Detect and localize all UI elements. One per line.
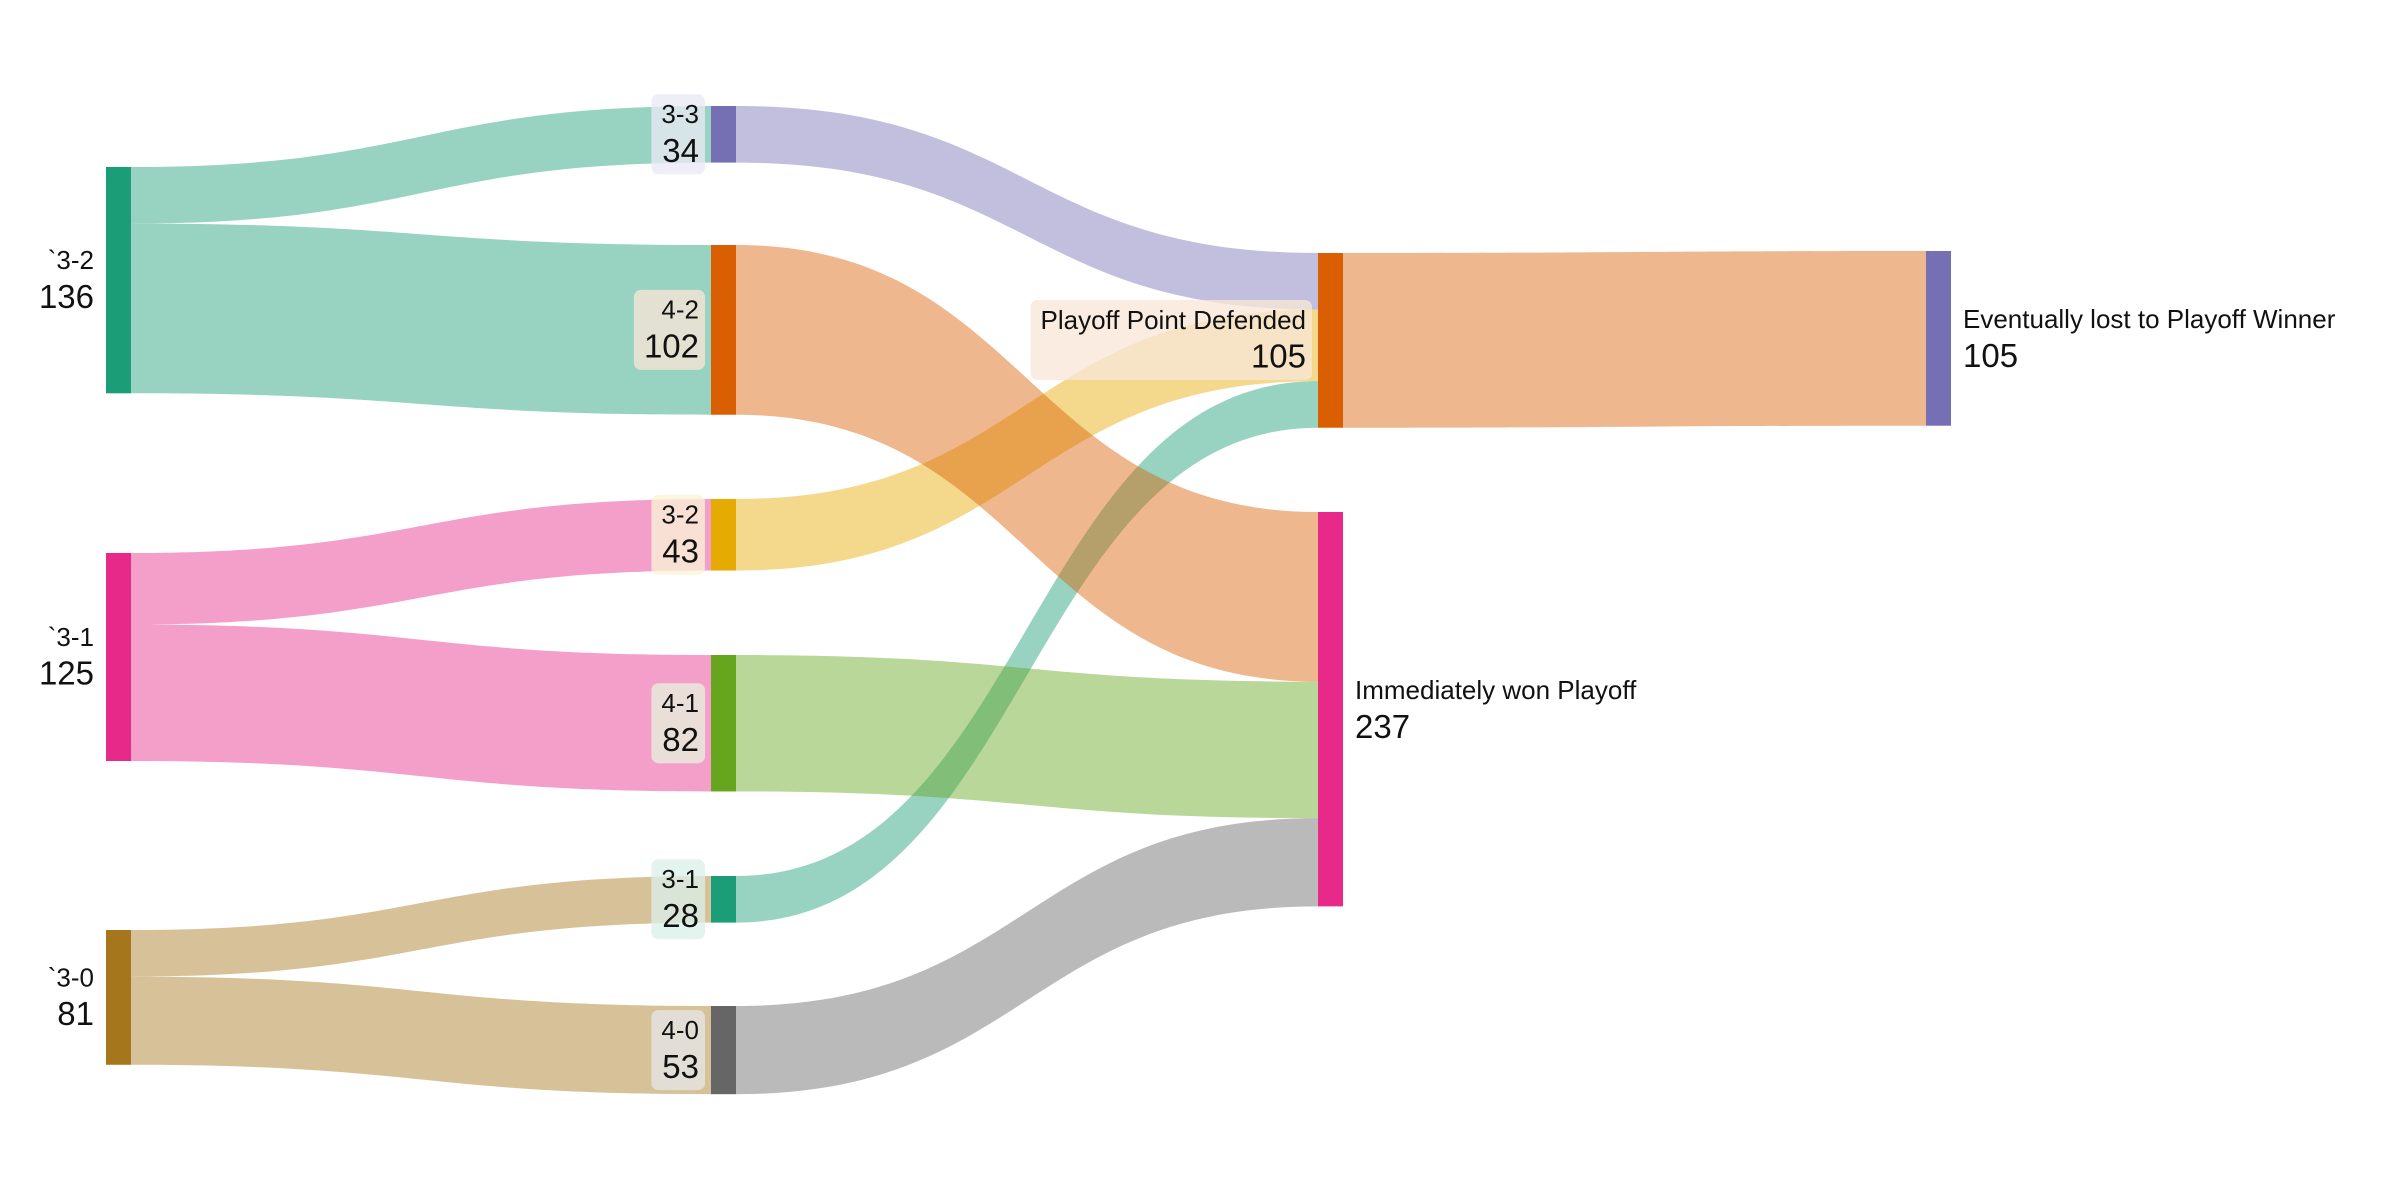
link-s30-to-s40: [131, 976, 711, 1095]
node-s40-label-box: [651, 1010, 705, 1091]
node-s40-bar: [711, 1006, 736, 1095]
node-s31b-title: 3-1: [661, 864, 699, 894]
node-s41-title: 4-1: [661, 688, 699, 718]
node-s30-value: 81: [57, 995, 94, 1032]
node-s41-value: 82: [662, 721, 699, 758]
link-s31-to-s32b: [131, 499, 711, 625]
node-s41-label-box: [651, 683, 705, 764]
node-s31-title: `3-1: [48, 622, 94, 652]
node-won-title: Immediately won Playoff: [1355, 675, 1637, 705]
node-defended-value: 105: [1251, 338, 1306, 375]
node-s40-title: 4-0: [661, 1015, 699, 1045]
node-s32-value: 136: [39, 278, 94, 315]
link-s30-to-s31b: [131, 876, 711, 977]
node-s32b-bar: [711, 499, 736, 571]
node-s32b-label-tint: [651, 494, 705, 575]
node-s42-bar: [711, 245, 736, 415]
node-s32b-label-box: [651, 494, 705, 575]
link-s31-to-s41: [131, 624, 711, 792]
node-defended-bar: [1318, 253, 1343, 428]
node-s31b-bar: [711, 876, 736, 923]
link-s41-to-won: [736, 655, 1318, 819]
node-s42-value: 102: [644, 328, 699, 365]
link-s31b-to-defended: [736, 381, 1318, 923]
node-s33-title: 3-3: [661, 99, 699, 129]
node-s31b-label-tint: [651, 859, 705, 940]
node-defended-title: Playoff Point Defended: [1041, 305, 1306, 335]
node-s31b-label-box: [651, 859, 705, 940]
node-s40-value: 53: [662, 1048, 699, 1085]
node-s33-label-tint: [651, 94, 705, 175]
link-s42-to-won: [736, 245, 1318, 682]
node-s33-bar: [711, 106, 736, 163]
link-s40-to-won: [736, 818, 1318, 1095]
node-defended-label-tint: [1030, 300, 1312, 380]
link-s32-to-s42: [131, 223, 711, 415]
node-s42-title: 4-2: [661, 295, 699, 325]
node-s32b-value: 43: [662, 532, 699, 569]
link-s33-to-defended: [736, 106, 1318, 310]
links-layer: [131, 106, 1926, 1095]
link-defended-to-lost: [1343, 251, 1926, 428]
link-s32-to-s33: [131, 106, 711, 224]
node-s31-value: 125: [39, 655, 94, 692]
node-s31b-value: 28: [662, 897, 699, 934]
node-s32-bar: [106, 167, 131, 394]
node-s33-value: 34: [662, 132, 699, 169]
node-defended-label-box: [1030, 300, 1312, 380]
node-lost-value: 105: [1963, 337, 2018, 374]
node-s41-label-tint: [651, 683, 705, 764]
node-s42-label-box: [633, 289, 705, 370]
node-s32-title: `3-2: [48, 245, 94, 275]
node-s41-bar: [711, 655, 736, 792]
node-won-bar: [1318, 512, 1343, 907]
node-lost-bar: [1926, 251, 1951, 426]
node-s30-bar: [106, 930, 131, 1065]
node-won-value: 237: [1355, 708, 1410, 745]
node-s30-title: `3-0: [48, 962, 94, 992]
node-lost-title: Eventually lost to Playoff Winner: [1963, 304, 2336, 334]
node-s33-label-box: [651, 94, 705, 175]
node-s32b-title: 3-2: [661, 500, 699, 530]
node-s40-label-tint: [651, 1010, 705, 1091]
node-s42-label-tint: [633, 289, 705, 370]
node-s31-bar: [106, 553, 131, 761]
nodes-layer: [106, 106, 1951, 1095]
